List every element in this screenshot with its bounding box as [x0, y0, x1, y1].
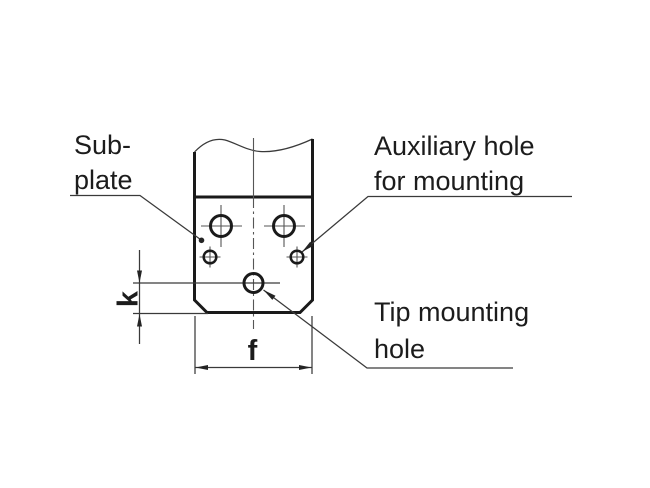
leader-arrowhead	[263, 290, 276, 300]
auxiliary-hole-left	[199, 246, 221, 268]
hole-circle	[272, 214, 296, 238]
leader-subplate	[70, 194, 205, 244]
leader-tip	[263, 289, 513, 369]
leader-arrowhead	[302, 241, 314, 252]
leader-line	[263, 289, 513, 369]
break-line-wave	[194, 138, 313, 153]
dimension-k-label: k	[113, 290, 145, 307]
arrowhead-right	[299, 365, 312, 370]
arrowhead-down	[137, 270, 142, 283]
arrowhead-left	[195, 365, 208, 370]
auxiliary-label-line2: for mounting	[374, 166, 524, 196]
subplate-label-line2: plate	[74, 165, 133, 195]
mounting-hole-left	[201, 205, 242, 247]
dimension-f: f	[194, 316, 313, 374]
tip-mounting-hole	[133, 272, 280, 294]
leader-line	[70, 194, 201, 241]
plate-outline	[193, 139, 314, 314]
mounting-hole-right	[264, 205, 305, 247]
hole-circle	[289, 249, 305, 265]
leader-dot	[198, 237, 205, 244]
leader-line	[301, 195, 572, 253]
tip-label-line2: hole	[374, 334, 425, 364]
auxiliary-hole-right	[286, 246, 308, 268]
hole-circle	[209, 214, 233, 238]
leader-auxiliary	[301, 195, 572, 253]
subplate-label-line1: Sub-	[74, 130, 131, 160]
labels: Sub- plate Auxiliary hole for mounting T…	[74, 130, 535, 364]
hole-circle	[242, 272, 265, 294]
dimension-k: k	[113, 250, 208, 344]
dimension-f-label: f	[248, 335, 258, 367]
arrowhead-up	[137, 314, 142, 327]
hole-circle	[202, 249, 218, 265]
tip-label-line1: Tip mounting	[374, 297, 529, 327]
auxiliary-label-line1: Auxiliary hole	[374, 131, 535, 161]
